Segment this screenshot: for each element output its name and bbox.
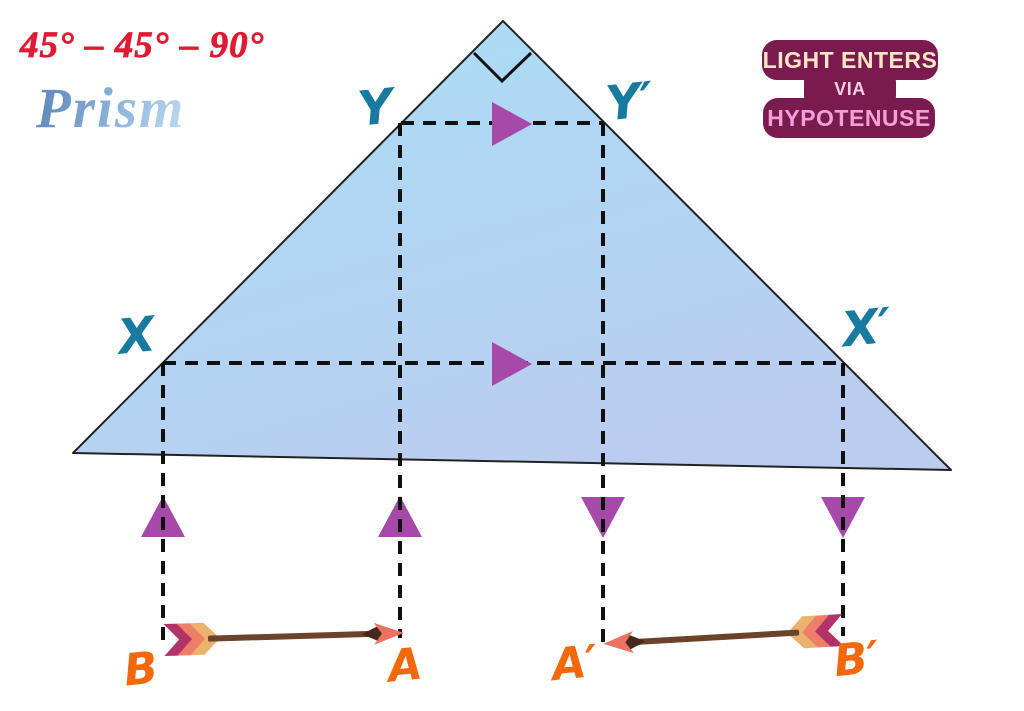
ray-direction-up-arrow-icon-b xyxy=(141,496,185,537)
label-y-prime: Y′ xyxy=(603,71,657,133)
prism-heading: Prism xyxy=(36,77,186,140)
label-a: A xyxy=(385,638,425,693)
arrow-head xyxy=(373,622,404,645)
arrow-shaft xyxy=(637,629,800,645)
label-a-prime: A′ xyxy=(549,635,601,692)
prism-triangle xyxy=(72,20,952,471)
ray-direction-up-arrow-icon-a xyxy=(378,496,422,537)
ray-direction-right-arrow-icon-middle xyxy=(492,342,532,386)
fletching-salmon xyxy=(176,623,207,656)
badge-hypotenuse: HYPOTENUSE xyxy=(763,98,935,138)
ray-direction-right-arrow-icon-top xyxy=(492,102,532,146)
arrow-head xyxy=(603,631,634,654)
label-b: B xyxy=(121,642,161,697)
label-b-prime: B′ xyxy=(831,631,882,688)
right-angle-marker-icon xyxy=(472,51,533,84)
arrow-shaft xyxy=(207,630,370,642)
ray-direction-down-arrow-icon-aprime xyxy=(581,497,625,538)
label-y: Y xyxy=(355,78,396,138)
image-arrow-icon xyxy=(603,614,844,654)
fletching-tan xyxy=(787,615,818,649)
label-x: X xyxy=(115,306,158,366)
label-x-prime: X′ xyxy=(839,297,895,359)
angles-heading: 45° – 45° – 90° xyxy=(20,25,265,67)
fletching-magenta xyxy=(163,623,194,656)
object-arrow-icon xyxy=(163,622,404,656)
